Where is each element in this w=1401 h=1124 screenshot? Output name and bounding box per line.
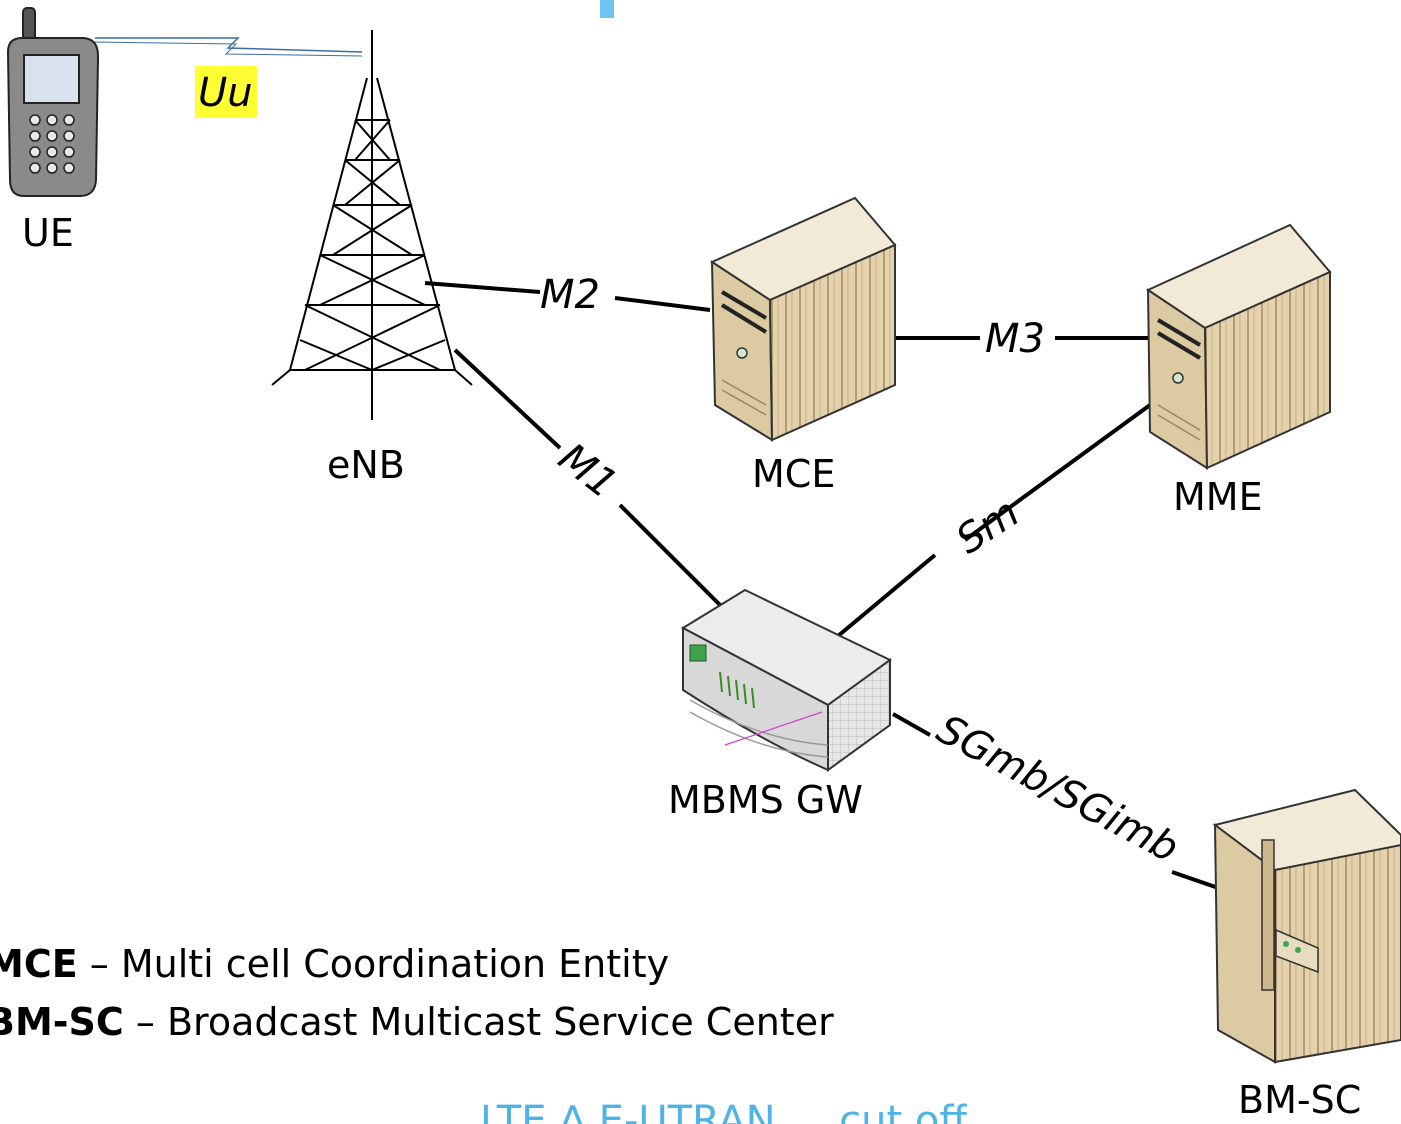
legend-text: – Multi cell Coordination Entity <box>77 942 670 986</box>
mme-server-icon <box>1145 223 1332 470</box>
m1-link-2 <box>618 503 722 607</box>
legend-text: – Broadcast Multicast Service Center <box>123 1000 834 1044</box>
legend-abbr: BM-SC <box>0 1000 124 1044</box>
legend-item-mce: MCE – Multi cell Coordination Entity <box>0 942 669 986</box>
antenna-tower-icon <box>271 30 473 420</box>
m2-label: M2 <box>540 272 600 318</box>
uu-highlight <box>195 66 257 118</box>
mme-label: MME <box>1173 475 1263 519</box>
m1-link <box>453 348 562 450</box>
phone-icon <box>6 7 100 197</box>
mbms-gw-label: MBMS GW <box>668 778 863 822</box>
top-accent-bar <box>600 0 614 18</box>
uu-label: Uu <box>198 70 253 116</box>
m3-label: M3 <box>985 316 1045 362</box>
legend-abbr: MCE <box>0 942 78 986</box>
uu-radio-link <box>95 37 363 53</box>
legend-item-bmsc: BM-SC – Broadcast Multicast Service Cent… <box>0 1000 834 1044</box>
footer-cutoff-text: LTE ∆ E-UTRAN ... cut off <box>480 1098 967 1124</box>
enb-label: eNB <box>327 443 405 487</box>
mce-server-icon <box>709 196 897 442</box>
gateway-router-icon <box>680 588 892 772</box>
mce-label: MCE <box>752 452 835 496</box>
connections <box>424 281 1231 894</box>
m2-link <box>424 281 541 294</box>
sm-link <box>963 403 1152 542</box>
m1-label: M1 <box>550 435 626 508</box>
ue-label: UE <box>22 211 74 255</box>
bmsc-label: BM-SC <box>1238 1078 1361 1122</box>
sgmb-link <box>892 712 931 737</box>
sm-link-2 <box>836 553 937 638</box>
sgmb-label: SGmb/SGimb <box>929 706 1186 872</box>
bmsc-server-icon <box>1212 788 1401 1064</box>
m2-link-2 <box>614 296 711 312</box>
